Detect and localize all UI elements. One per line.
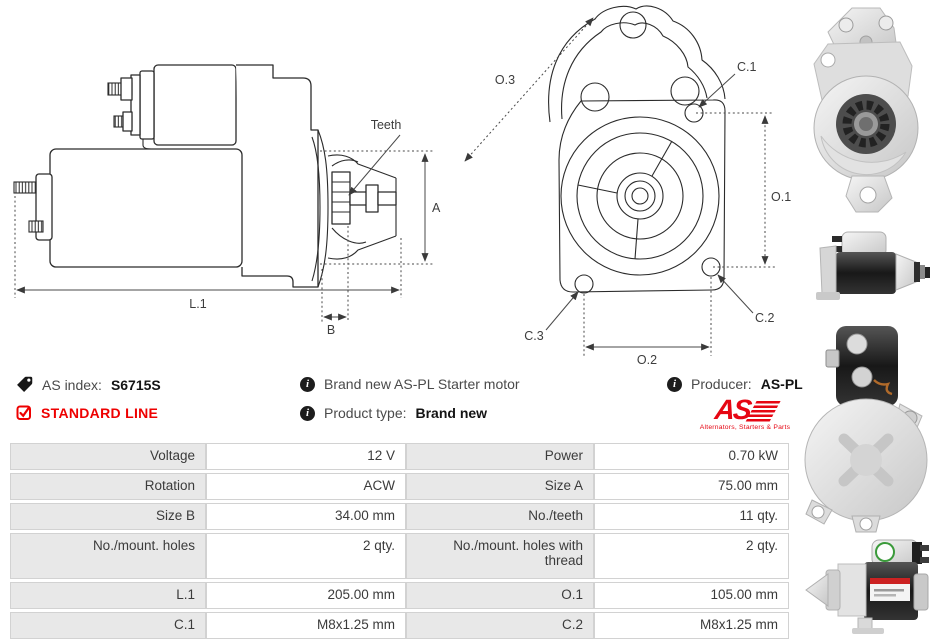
dim-c2-label: C.2: [755, 311, 775, 325]
as-index-value: S6715S: [110, 376, 161, 393]
spec-label-cell: O.1: [406, 582, 594, 609]
product-photo-front[interactable]: [800, 4, 932, 218]
spec-row: No./mount. holes 2 qty. No./mount. holes…: [10, 533, 789, 579]
product-photo-rear[interactable]: [800, 322, 932, 534]
dim-a-label: A: [432, 201, 441, 215]
spec-label-cell: C.2: [406, 612, 594, 639]
spec-label-cell: Power: [406, 443, 594, 470]
spec-label-cell: No./mount. holes with thread: [406, 533, 594, 579]
callout-c2: C.2: [717, 274, 775, 325]
spec-value-cell: 12 V: [206, 443, 406, 470]
as-logo-text: AS: [712, 394, 752, 425]
dim-o1-label: O.1: [771, 190, 791, 204]
dimension-l1: L.1: [14, 196, 402, 311]
spec-label-cell: Voltage: [10, 443, 206, 470]
info-icon: i: [300, 376, 315, 392]
callout-c1: C.1: [696, 60, 773, 114]
dim-c3-label: C.3: [524, 329, 544, 343]
spec-row: Voltage 12 V Power 0.70 kW: [10, 443, 789, 470]
spec-value-cell: 205.00 mm: [206, 582, 406, 609]
hole-c1: [684, 103, 704, 123]
spec-row: C.1 M8x1.25 mm C.2 M8x1.25 mm: [10, 612, 789, 639]
as-pl-logo: AS Alternators, Starters & Parts: [699, 394, 791, 431]
spec-value-cell: 34.00 mm: [206, 503, 406, 530]
hole-c3: [574, 274, 594, 294]
spec-value-cell: 0.70 kW: [594, 443, 789, 470]
spec-value-cell: 105.00 mm: [594, 582, 789, 609]
product-type-value: Brand new: [415, 405, 488, 421]
callout-c3: C.3: [524, 291, 579, 343]
spec-value-cell: 75.00 mm: [594, 473, 789, 500]
standard-line-row: STANDARD LINE: [16, 405, 158, 421]
bell-left-hole: [580, 82, 610, 112]
as-logo-stripes: [745, 401, 782, 422]
dim-c1-label: C.1: [737, 60, 757, 74]
product-description: Brand new AS-PL Starter motor: [324, 376, 520, 392]
producer-row: i Producer: AS-PL: [667, 376, 803, 392]
side-view-technical-drawing: A L.1 B Teeth: [13, 64, 441, 337]
drive-housing: [236, 64, 319, 288]
as-index-row: AS index: S6715S: [16, 376, 161, 393]
bell-top-hole: [619, 11, 647, 39]
tag-icon: [17, 376, 33, 392]
product-type-row: i Product type: Brand new: [300, 405, 487, 421]
nose-flange: [317, 129, 329, 288]
hole-c2: [701, 257, 721, 277]
producer-label: Producer:: [691, 376, 752, 392]
checked-checkbox-icon: [16, 405, 31, 420]
as-logo-tagline: Alternators, Starters & Parts: [699, 424, 791, 431]
dimension-a: A: [320, 150, 441, 265]
product-photo-side-small[interactable]: [802, 222, 932, 318]
spec-row: Size B 34.00 mm No./teeth 11 qty.: [10, 503, 789, 530]
bell-right-hole: [670, 76, 700, 106]
spec-value-cell: 2 qty.: [594, 533, 789, 579]
spec-label-cell: Size B: [10, 503, 206, 530]
spec-value-cell: ACW: [206, 473, 406, 500]
solenoid-body: [153, 64, 237, 146]
front-view-technical-drawing: O.3 C.1 O.1 C.2 C.3 O.2: [464, 5, 791, 367]
through-bolt: [13, 181, 37, 194]
spec-label-cell: Rotation: [10, 473, 206, 500]
teeth-callout: Teeth: [348, 118, 402, 196]
spec-value-cell: 11 qty.: [594, 503, 789, 530]
dimension-o2: O.2: [583, 277, 712, 367]
info-icon: i: [667, 376, 682, 392]
dim-o2-label: O.2: [637, 353, 657, 367]
product-photo-side-labeled[interactable]: [800, 534, 934, 636]
dim-b-label: B: [327, 323, 335, 337]
spec-label-cell: No./teeth: [406, 503, 594, 530]
spec-label-cell: L.1: [10, 582, 206, 609]
spec-table: Voltage 12 V Power 0.70 kW Rotation ACW …: [10, 440, 789, 642]
dim-l1-label: L.1: [189, 297, 206, 311]
teeth-label: Teeth: [371, 118, 402, 132]
spec-row: Rotation ACW Size A 75.00 mm: [10, 473, 789, 500]
product-type-label: Product type:: [324, 405, 407, 421]
bearing-circles: [560, 116, 720, 276]
spec-value-cell: 2 qty.: [206, 533, 406, 579]
description-row: i Brand new AS-PL Starter motor: [300, 376, 520, 392]
spec-label-cell: C.1: [10, 612, 206, 639]
standard-line-badge: STANDARD LINE: [41, 405, 159, 421]
spec-value-cell: M8x1.25 mm: [594, 612, 789, 639]
dimension-b: B: [321, 226, 349, 337]
motor-body: [49, 148, 243, 268]
spec-row: L.1 205.00 mm O.1 105.00 mm: [10, 582, 789, 609]
spec-label-cell: Size A: [406, 473, 594, 500]
info-icon: i: [300, 405, 315, 421]
producer-value: AS-PL: [760, 376, 803, 392]
spec-value-cell: M8x1.25 mm: [206, 612, 406, 639]
dimension-o3: O.3: [464, 17, 594, 162]
dim-o3-label: O.3: [495, 73, 515, 87]
spec-label-cell: No./mount. holes: [10, 533, 206, 579]
as-index-label: AS index:: [42, 376, 102, 393]
pinion-gear: [331, 171, 351, 225]
mounting-flange: [558, 99, 726, 293]
dimension-o1: O.1: [713, 115, 791, 268]
through-bolt: [28, 220, 44, 233]
